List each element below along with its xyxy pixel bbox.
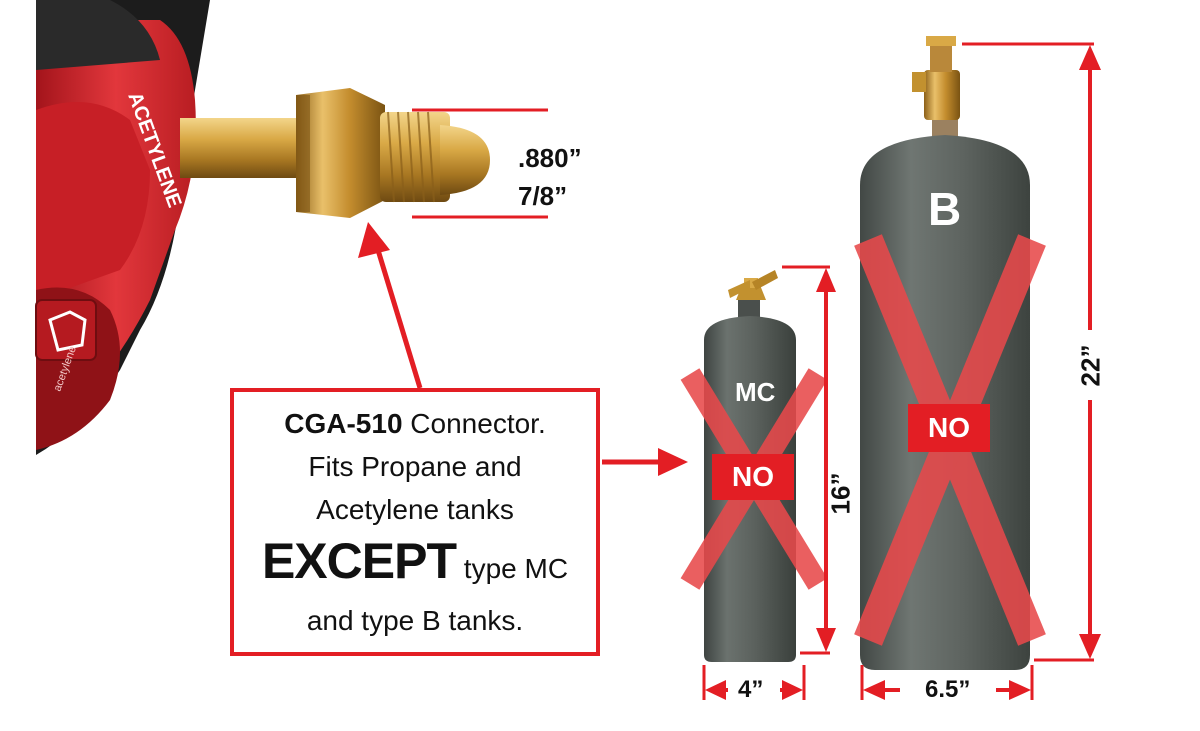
callout-line-4: EXCEPT type MC bbox=[234, 531, 596, 599]
callout-box: CGA-510 Connector. Fits Propane and Acet… bbox=[230, 388, 600, 656]
b-no-badge: NO bbox=[908, 404, 990, 452]
callout-line-1: CGA-510 Connector. bbox=[234, 402, 596, 445]
callout-line-1-rest: Connector. bbox=[402, 408, 546, 439]
callout-line-2: Fits Propane and bbox=[308, 451, 522, 482]
connector-type-label: CGA-510 bbox=[284, 408, 403, 439]
mc-width-dimension bbox=[702, 665, 806, 700]
mc-width-label: 4” bbox=[738, 676, 764, 703]
b-height-dimension bbox=[962, 42, 1101, 662]
mc-tank-label: MC bbox=[735, 377, 776, 407]
connector-dimension-decimal: .880” bbox=[518, 143, 582, 173]
connector-dimension-lines bbox=[412, 108, 548, 219]
regulator: ACETYLENE acetylene bbox=[35, 0, 210, 455]
mc-height-label: 16” bbox=[825, 472, 856, 515]
except-word: EXCEPT bbox=[261, 533, 457, 589]
b-tank-label: B bbox=[928, 183, 962, 235]
connector-dimension-fraction: 7/8” bbox=[518, 181, 568, 211]
b-width-label: 6.5” bbox=[925, 676, 971, 703]
arrow-to-mc-tank bbox=[602, 448, 688, 476]
callout-line-5: and type B tanks. bbox=[306, 605, 524, 636]
cga-510-connector bbox=[180, 88, 490, 218]
mc-no-badge: NO bbox=[712, 454, 794, 500]
b-width-dimension bbox=[860, 665, 1034, 700]
callout-line-3: Acetylene tanks bbox=[316, 494, 514, 525]
arrow-to-connector bbox=[358, 222, 423, 389]
b-height-label: 22” bbox=[1075, 344, 1106, 387]
mc-height-dimension bbox=[782, 265, 836, 655]
callout-line-4-rest: type MC bbox=[456, 553, 569, 584]
